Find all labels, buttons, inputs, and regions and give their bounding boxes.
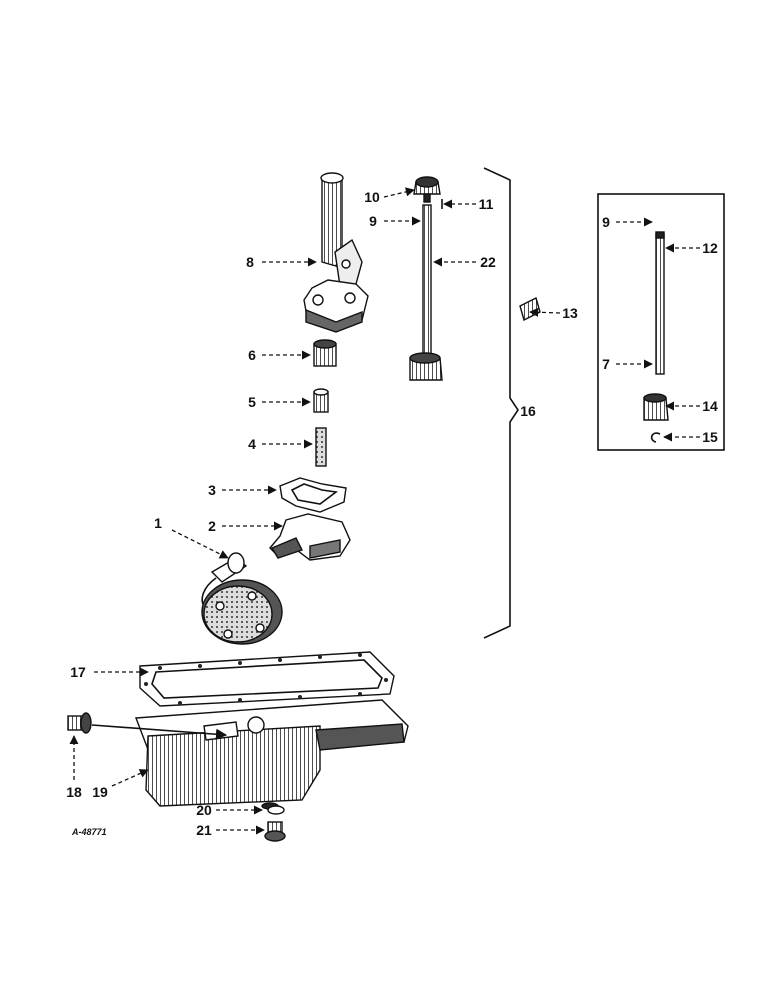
callout-16: 16 [520, 403, 536, 419]
callout-13: 13 [562, 305, 578, 321]
callout-4: 4 [248, 436, 256, 452]
callout-14: 14 [702, 398, 718, 414]
gasket-part [279, 477, 347, 513]
drawing-code: A-48771 [71, 827, 107, 837]
callout-5: 5 [248, 394, 256, 410]
inset-gear-part [643, 393, 669, 421]
oil-pan-part [135, 699, 409, 810]
drain-plug-side-part [67, 712, 92, 734]
bracket-16 [483, 167, 519, 639]
callout-7: 7 [602, 356, 610, 372]
leader-lines [69, 187, 700, 835]
callout-19: 19 [92, 784, 108, 800]
callout-6: 6 [248, 347, 256, 363]
callout-2: 2 [208, 518, 216, 534]
pump-body-tube-part [303, 172, 369, 333]
callout-9: 9 [369, 213, 377, 229]
oil-pan-gasket-part [139, 651, 395, 707]
callout-1: 1 [154, 515, 162, 531]
callout-3: 3 [208, 482, 216, 498]
callout-18: 18 [66, 784, 82, 800]
inset-callout-9: 9 [602, 214, 610, 230]
callout-10: 10 [364, 189, 380, 205]
oil-pump-screen-part [201, 552, 283, 645]
callout-20: 20 [196, 802, 212, 818]
pin-part [315, 427, 327, 467]
callout-22: 22 [480, 254, 496, 270]
drive-shaft-part [409, 204, 443, 381]
callout-21: 21 [196, 822, 212, 838]
gear-part [313, 339, 337, 367]
inset-retainer-part [650, 432, 661, 443]
oil-pump-body-part [269, 513, 351, 561]
drain-plug-part [264, 821, 286, 842]
washer-part [267, 805, 285, 815]
inset-box [597, 193, 725, 451]
bushing-part [313, 388, 329, 413]
drive-gear-part [413, 176, 441, 203]
callout-17: 17 [70, 664, 86, 680]
callout-12: 12 [702, 240, 718, 256]
callout-8: 8 [246, 254, 254, 270]
callout-11: 11 [479, 196, 494, 212]
small-pin-part [519, 296, 541, 322]
callout-15: 15 [702, 429, 718, 445]
inset-shaft-part [655, 231, 665, 375]
